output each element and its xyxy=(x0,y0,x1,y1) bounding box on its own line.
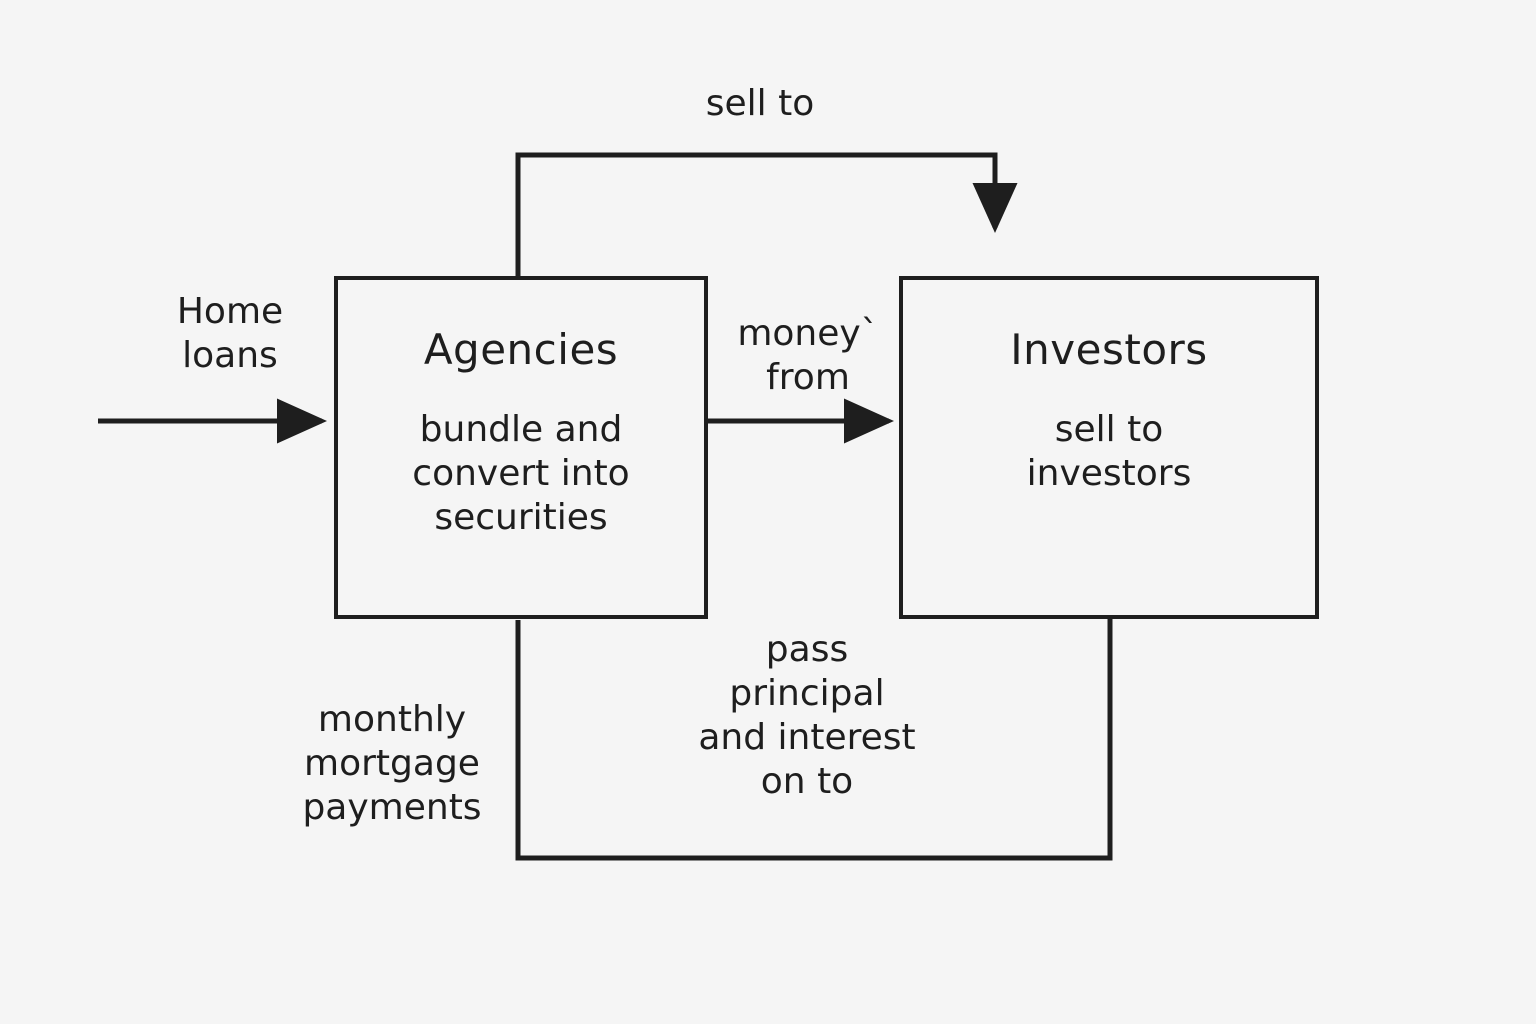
connector-pass-principal xyxy=(515,619,1113,861)
node-agencies-title: Agencies xyxy=(423,325,619,374)
node-investors-title: Investors xyxy=(1010,325,1208,374)
edge-label-pass-principal-and-interest: pass principal and interest on to xyxy=(698,629,916,802)
edge-label-money-from: money` from xyxy=(737,313,879,398)
node-agencies-description: bundle and convert into securities xyxy=(412,409,630,538)
edge-label-monthly-mortgage-payments: monthly mortgage payments xyxy=(302,699,482,828)
edge-label-sell-to: sell to xyxy=(705,83,815,124)
arrow-sell-to xyxy=(515,152,1018,277)
edge-label-home-loans: Home loans xyxy=(176,291,284,376)
node-investors-description: sell to investors xyxy=(1026,409,1192,494)
node-agencies[interactable]: Agencies bundle and convert into securit… xyxy=(334,276,708,619)
node-investors[interactable]: Investors sell to investors xyxy=(899,276,1319,619)
